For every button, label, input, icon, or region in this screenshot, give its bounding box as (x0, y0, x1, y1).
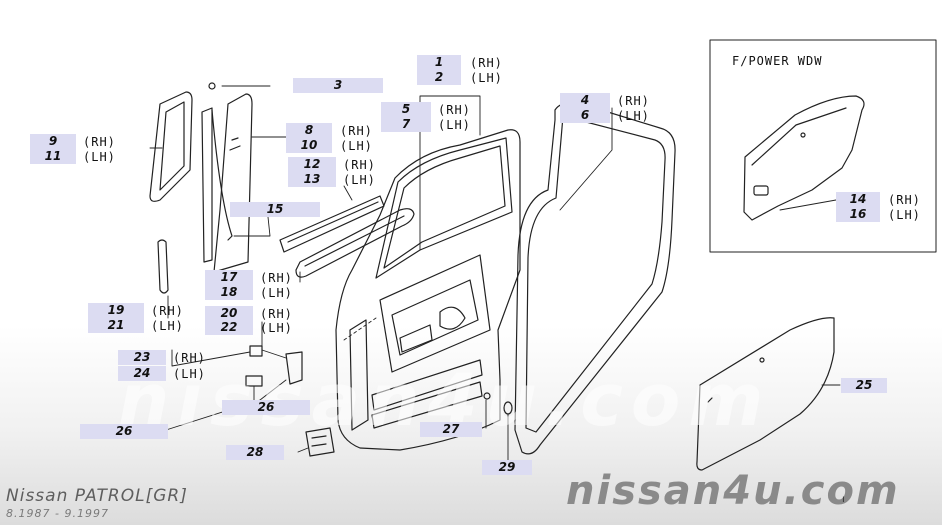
side-22: (LH) (260, 321, 293, 335)
door-trim-board (696, 317, 835, 471)
clip-27 (483, 392, 491, 400)
lower-sash-seal (157, 239, 169, 294)
callout-24: 24 (118, 366, 166, 381)
hinge-bolt (249, 345, 263, 357)
side-19: (RH) (151, 304, 184, 318)
quarter-glass (213, 93, 253, 273)
door-hinge-upper (285, 351, 303, 385)
callout-20: 20 (205, 306, 253, 321)
callout-2: 2 (417, 70, 461, 85)
callout-15: 15 (230, 202, 320, 217)
side-6: (LH) (617, 109, 650, 123)
side-9: (RH) (83, 135, 116, 149)
callout-22: 22 (205, 320, 253, 335)
brand-logo: nissan4u.com (566, 468, 900, 514)
hinge-bolt-lower (245, 375, 263, 387)
callout-14: 14 (836, 192, 880, 207)
callout-8: 8 (286, 123, 332, 138)
callout-19: 19 (88, 303, 144, 318)
callout-7: 7 (381, 117, 431, 132)
callout-27: 27 (420, 422, 482, 437)
callout-11: 11 (30, 149, 76, 164)
model-title: Nissan PATROL[GR] (6, 486, 188, 506)
callout-1: 1 (417, 55, 461, 70)
division-bar (201, 107, 213, 263)
side-4: (RH) (617, 94, 650, 108)
callout-9: 9 (30, 134, 76, 149)
partition-sash-seal (149, 91, 193, 202)
inset-title: F/POWER WDW (732, 54, 823, 68)
side-20: (RH) (260, 307, 293, 321)
door-window-frame (375, 137, 513, 279)
power-window-inset-frame (709, 39, 937, 253)
side-16: (LH) (888, 208, 921, 222)
callout-5: 5 (381, 102, 431, 117)
inset-trim-board (743, 95, 865, 221)
side-14: (RH) (888, 193, 921, 207)
side-10: (LH) (340, 139, 373, 153)
callout-26-left: 26 (80, 424, 168, 439)
callout-16: 16 (836, 207, 880, 222)
side-12: (RH) (343, 158, 376, 172)
page-mark: ı (842, 494, 845, 505)
door-weatherstrip-inner (525, 115, 666, 433)
callout-28: 28 (226, 445, 284, 460)
inset-clip-hole (800, 132, 806, 138)
callout-6: 6 (560, 108, 610, 123)
side-23: (RH) (173, 351, 206, 365)
screw-3 (208, 82, 216, 90)
inset-switch-hole (753, 185, 769, 196)
side-8: (RH) (340, 124, 373, 138)
callout-10: 10 (286, 138, 332, 153)
side-1: (RH) (470, 56, 503, 70)
door-hinge-lower (305, 427, 335, 457)
callout-12: 12 (288, 157, 336, 172)
callout-18: 18 (205, 285, 253, 300)
side-7: (LH) (438, 118, 471, 132)
side-5: (RH) (438, 103, 471, 117)
side-17: (RH) (260, 271, 293, 285)
callout-4: 4 (560, 93, 610, 108)
callout-21: 21 (88, 318, 144, 333)
production-range: 8.1987 - 9.1997 (6, 507, 109, 520)
glass-run-channel (279, 195, 385, 253)
inset-trim-inner (751, 107, 847, 166)
callout-29: 29 (482, 460, 532, 475)
callout-25: 25 (841, 378, 887, 393)
callout-13: 13 (288, 172, 336, 187)
side-24: (LH) (173, 367, 206, 381)
callout-26-right: 26 (222, 400, 310, 415)
door-moulding (295, 208, 415, 278)
callout-17: 17 (205, 270, 253, 285)
side-2: (LH) (470, 71, 503, 85)
callout-3: 3 (293, 78, 383, 93)
side-18: (LH) (260, 286, 293, 300)
callout-23: 23 (118, 350, 166, 365)
side-13: (LH) (343, 173, 376, 187)
side-11: (LH) (83, 150, 116, 164)
side-21: (LH) (151, 319, 184, 333)
